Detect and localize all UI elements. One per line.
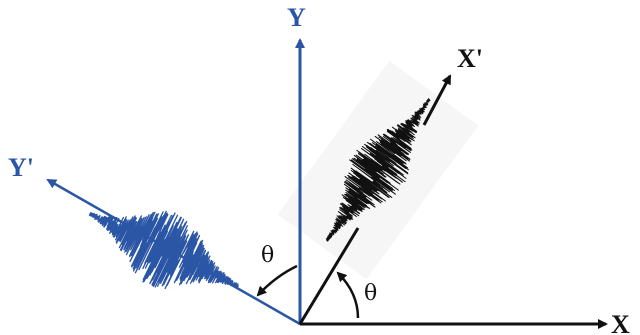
angle-label-x: θ: [364, 281, 377, 306]
y-prime-axis-label: Y': [8, 153, 34, 182]
angle-arc-y: [256, 264, 298, 297]
x-prime-axis: [298, 227, 360, 325]
angle-label-y: θ: [261, 243, 274, 268]
x-prime-axis-label: X': [457, 44, 483, 73]
y-axis-label: Y: [287, 3, 306, 32]
x-axis-label: X: [611, 310, 630, 335]
x-prime-signal-waveform: [326, 98, 431, 242]
y-prime-axis: [46, 178, 301, 326]
x-prime-axis-arrow: [422, 74, 452, 126]
y-prime-signal-waveform: [88, 210, 239, 290]
angle-arc-x: [336, 271, 360, 319]
